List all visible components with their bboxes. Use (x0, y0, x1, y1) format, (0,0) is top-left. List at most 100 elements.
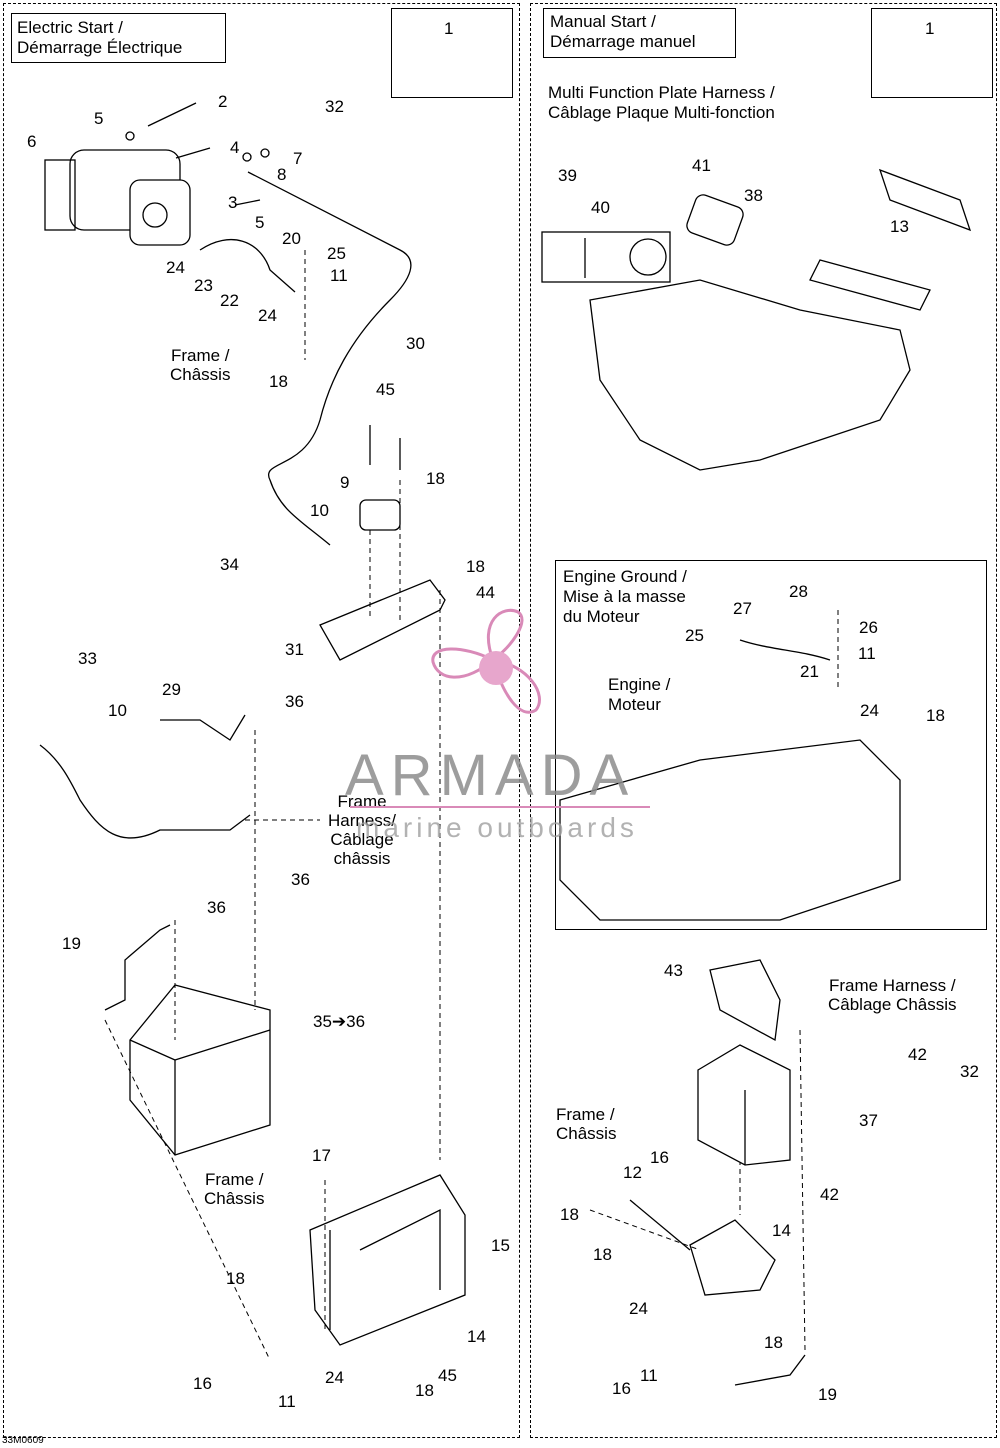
left-panel-title: Electric Start / Démarrage Électrique (17, 18, 183, 57)
callout-number: 14 (772, 1221, 791, 1240)
callout-number: 22 (220, 291, 239, 310)
callout-number: 18 (560, 1205, 579, 1224)
callout-number: 3 (228, 193, 238, 212)
callout-number: 24 (166, 258, 185, 277)
callout-number: 7 (293, 149, 303, 168)
callout-number: 9 (340, 473, 350, 492)
battery-tray-icon (309, 1174, 466, 1346)
multi-function-plate-title: Multi Function Plate Harness / Câblage P… (548, 83, 775, 122)
callout-number: 23 (194, 276, 213, 295)
callout-number: 24 (325, 1368, 344, 1387)
battery-right-icon (697, 1044, 791, 1166)
frame-chassis-label-2: Frame / Châssis (204, 1170, 265, 1208)
callout-number: 45 (376, 380, 395, 399)
callout-number: 36 (207, 898, 226, 917)
engine-ground-title: Engine Ground / Mise à la masse du Moteu… (563, 567, 687, 626)
arrow-note: 35➔36 (313, 1012, 366, 1031)
callout-number: 24 (860, 701, 879, 720)
callout-number: 36 (291, 870, 310, 889)
starter-motor-icon (44, 149, 191, 246)
callout-number: 5 (255, 213, 265, 232)
callout-number: 18 (926, 706, 945, 725)
inset-box-right (871, 8, 993, 98)
right-panel-border (530, 3, 997, 1438)
callout-number: 18 (269, 372, 288, 391)
callout-number: 15 (491, 1236, 510, 1255)
callout-number: 19 (62, 934, 81, 953)
callout-number: 6 (27, 132, 37, 151)
callout-number: 11 (858, 644, 876, 663)
callout-number: 10 (310, 501, 329, 520)
inset-number-right: 1 (925, 19, 935, 38)
callout-number: 36 (285, 692, 304, 711)
inset-number-left: 1 (444, 19, 454, 38)
engine-ground-panel (555, 560, 987, 930)
callout-number: 32 (960, 1062, 979, 1081)
callout-number: 18 (226, 1269, 245, 1288)
callout-number: 43 (664, 961, 683, 980)
callout-number: 45 (438, 1366, 457, 1385)
watermark-brand: ARMADA (345, 743, 636, 808)
callout-number: 31 (285, 640, 304, 659)
callout-number: 24 (258, 306, 277, 325)
figure-code: 33M0609 (2, 1435, 44, 1446)
right-panel-title-box (543, 8, 736, 58)
callout-number: 39 (558, 166, 577, 185)
battery-icon (129, 984, 271, 1156)
callout-number: 8 (277, 165, 287, 184)
callout-number: 27 (733, 599, 752, 618)
inset-box-left (391, 8, 513, 98)
callout-number: 11 (278, 1392, 296, 1411)
right-panel-title: Manual Start / Démarrage manuel (550, 12, 696, 51)
callout-number: 5 (94, 109, 104, 128)
callout-number: 16 (612, 1379, 631, 1398)
callout-number: 16 (193, 1374, 212, 1393)
callout-number: 40 (591, 198, 610, 217)
callout-number: 33 (78, 649, 97, 668)
callout-number: 11 (330, 266, 348, 285)
callout-number: 20 (282, 229, 301, 248)
callout-number: 25 (685, 626, 704, 645)
callout-number: 37 (859, 1111, 878, 1130)
left-panel-title-box (11, 13, 226, 63)
callout-number: 18 (466, 557, 485, 576)
armada-logo-icon (431, 608, 541, 714)
callout-number: 17 (312, 1146, 331, 1165)
callout-number: 38 (744, 186, 763, 205)
callout-number: 13 (890, 217, 909, 236)
left-panel-border (3, 3, 520, 1438)
callout-number: 42 (820, 1185, 839, 1204)
callout-number: 18 (415, 1381, 434, 1400)
callout-number: 2 (218, 92, 228, 111)
callout-number: 10 (108, 701, 127, 720)
warning-decal-icon (541, 231, 671, 283)
watermark-divider (350, 806, 650, 808)
callout-number: 4 (230, 138, 240, 157)
callout-number: 24 (629, 1299, 648, 1318)
callout-number: 16 (650, 1148, 669, 1167)
frame-chassis-label-3: Frame / Châssis (556, 1105, 617, 1143)
callout-number: 12 (623, 1163, 642, 1182)
callout-number: 29 (162, 680, 181, 699)
callout-number: 18 (593, 1245, 612, 1264)
callout-number: 41 (692, 156, 711, 175)
frame-chassis-label-1: Frame / Châssis (170, 346, 231, 384)
callout-number: 21 (800, 662, 819, 681)
callout-number: 26 (859, 618, 878, 637)
callout-number: 32 (325, 97, 344, 116)
callout-number: 28 (789, 582, 808, 601)
callout-number: 14 (467, 1327, 486, 1346)
callout-number: 19 (818, 1385, 837, 1404)
callout-number: 42 (908, 1045, 927, 1064)
callout-number: 18 (426, 469, 445, 488)
engine-label: Engine / Moteur (608, 675, 671, 714)
callout-number: 44 (476, 583, 495, 602)
callout-number: 11 (640, 1366, 658, 1385)
callout-number: 34 (220, 555, 239, 574)
callout-number: 25 (327, 244, 346, 263)
callout-number: 18 (764, 1333, 783, 1352)
callout-number: 30 (406, 334, 425, 353)
watermark-tagline: marine outboards (356, 812, 638, 843)
